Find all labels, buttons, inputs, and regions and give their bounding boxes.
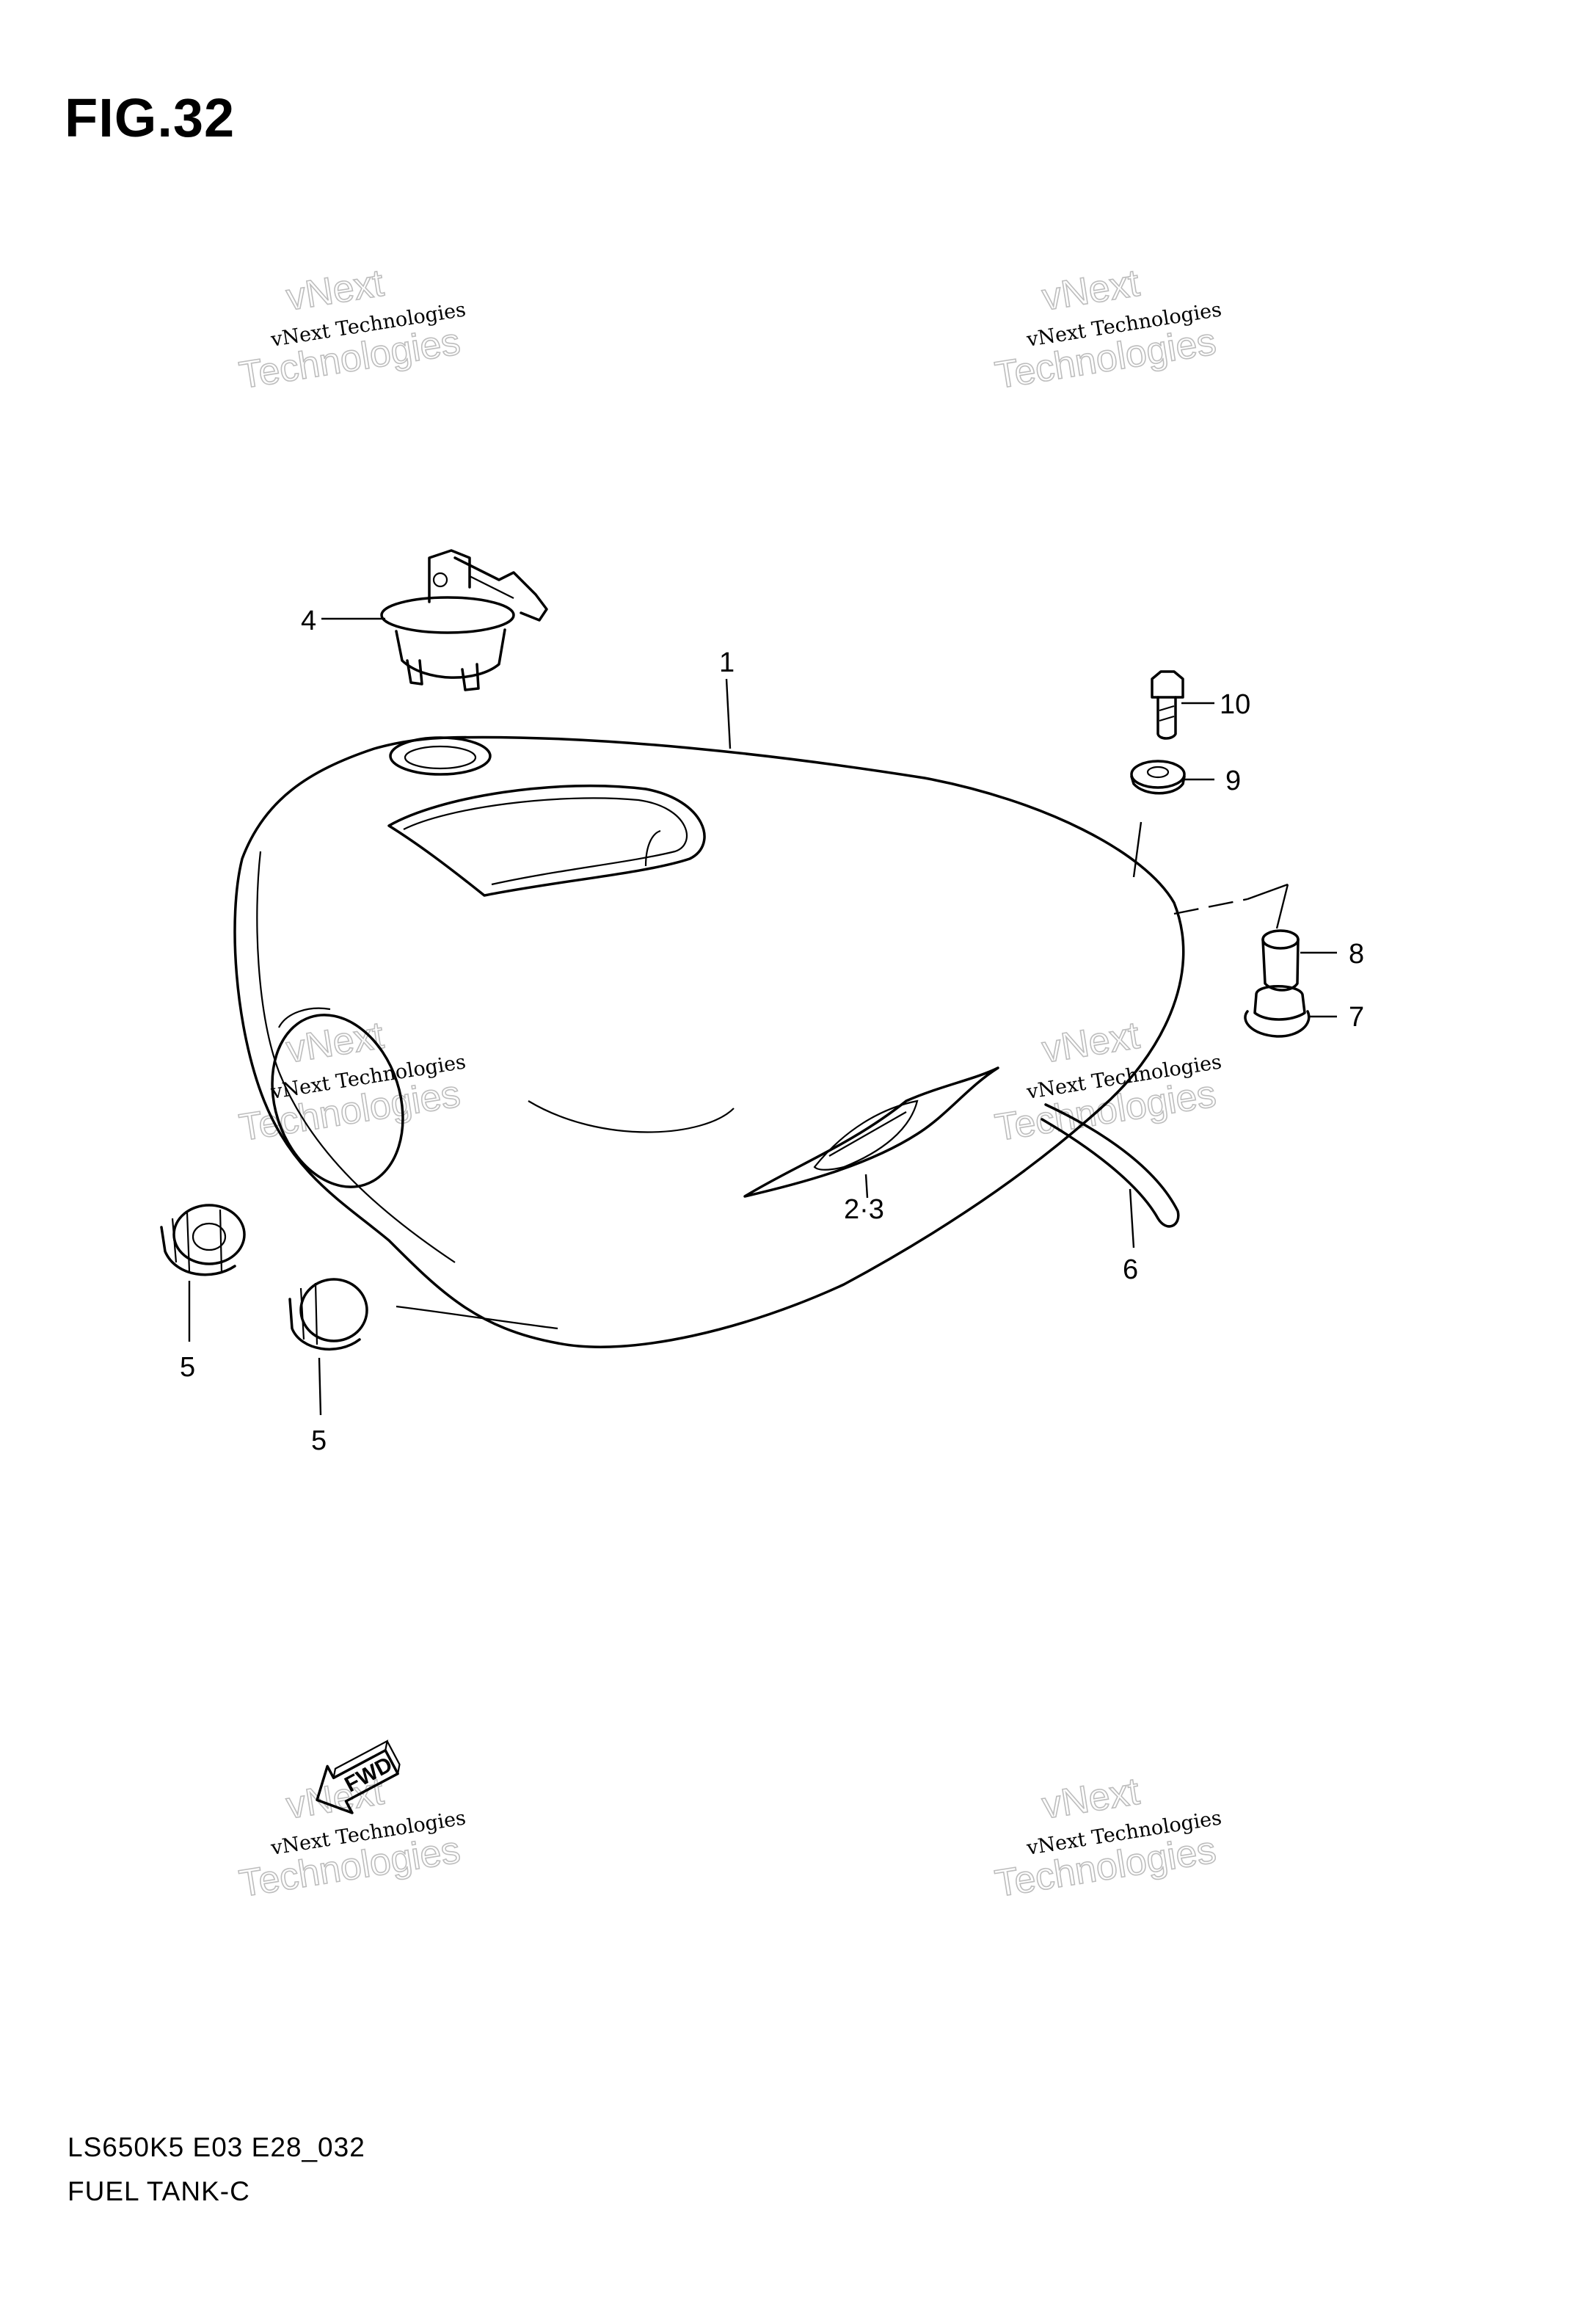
- footer-model-code: LS650K5 E03 E28_032: [68, 2132, 365, 2162]
- callout-6: 6: [1123, 1254, 1138, 1285]
- leader-lines: [188, 617, 1337, 1416]
- fuel-cap: [380, 549, 548, 691]
- callout-2-3: 2·3: [844, 1194, 884, 1225]
- callout-4: 4: [301, 606, 316, 636]
- fuel-tank: [233, 735, 1185, 1348]
- watermark-top-left: vNext vNext Technologies Technologies: [236, 261, 467, 398]
- spacer: [1261, 929, 1300, 992]
- watermark-vnext: vNext: [1039, 262, 1143, 319]
- tube: [1041, 1103, 1180, 1228]
- watermark-mid-right: vNext vNext Technologies Technologies: [991, 1014, 1223, 1150]
- figure-title: FIG.32: [65, 87, 236, 148]
- rear-cushion: [1244, 985, 1311, 1038]
- cushion-right: [288, 1278, 368, 1351]
- emblem: [743, 1066, 999, 1198]
- bolt: [1151, 670, 1184, 740]
- callout-9: 9: [1225, 766, 1241, 796]
- callout-10: 10: [1220, 689, 1250, 720]
- watermark-mid-left: vNext vNext Technologies Technologies: [236, 1014, 467, 1150]
- callout-5-right: 5: [311, 1425, 327, 1456]
- callout-7: 7: [1349, 1002, 1364, 1033]
- washer: [1130, 760, 1186, 795]
- callout-8: 8: [1349, 939, 1364, 970]
- cushion-left: [160, 1204, 246, 1276]
- watermark-vnext: vNext: [1039, 1014, 1143, 1072]
- watermark-bottom-right: vNext vNext Technologies Technologies: [991, 1770, 1223, 1906]
- callout-1: 1: [719, 647, 735, 678]
- watermark-vnext: vNext: [1039, 1770, 1143, 1828]
- footer-section-name: FUEL TANK-C: [68, 2176, 250, 2206]
- watermark-vnext: vNext: [283, 262, 387, 319]
- callout-5-left: 5: [180, 1352, 195, 1383]
- watermark-top-right: vNext vNext Technologies Technologies: [991, 261, 1223, 398]
